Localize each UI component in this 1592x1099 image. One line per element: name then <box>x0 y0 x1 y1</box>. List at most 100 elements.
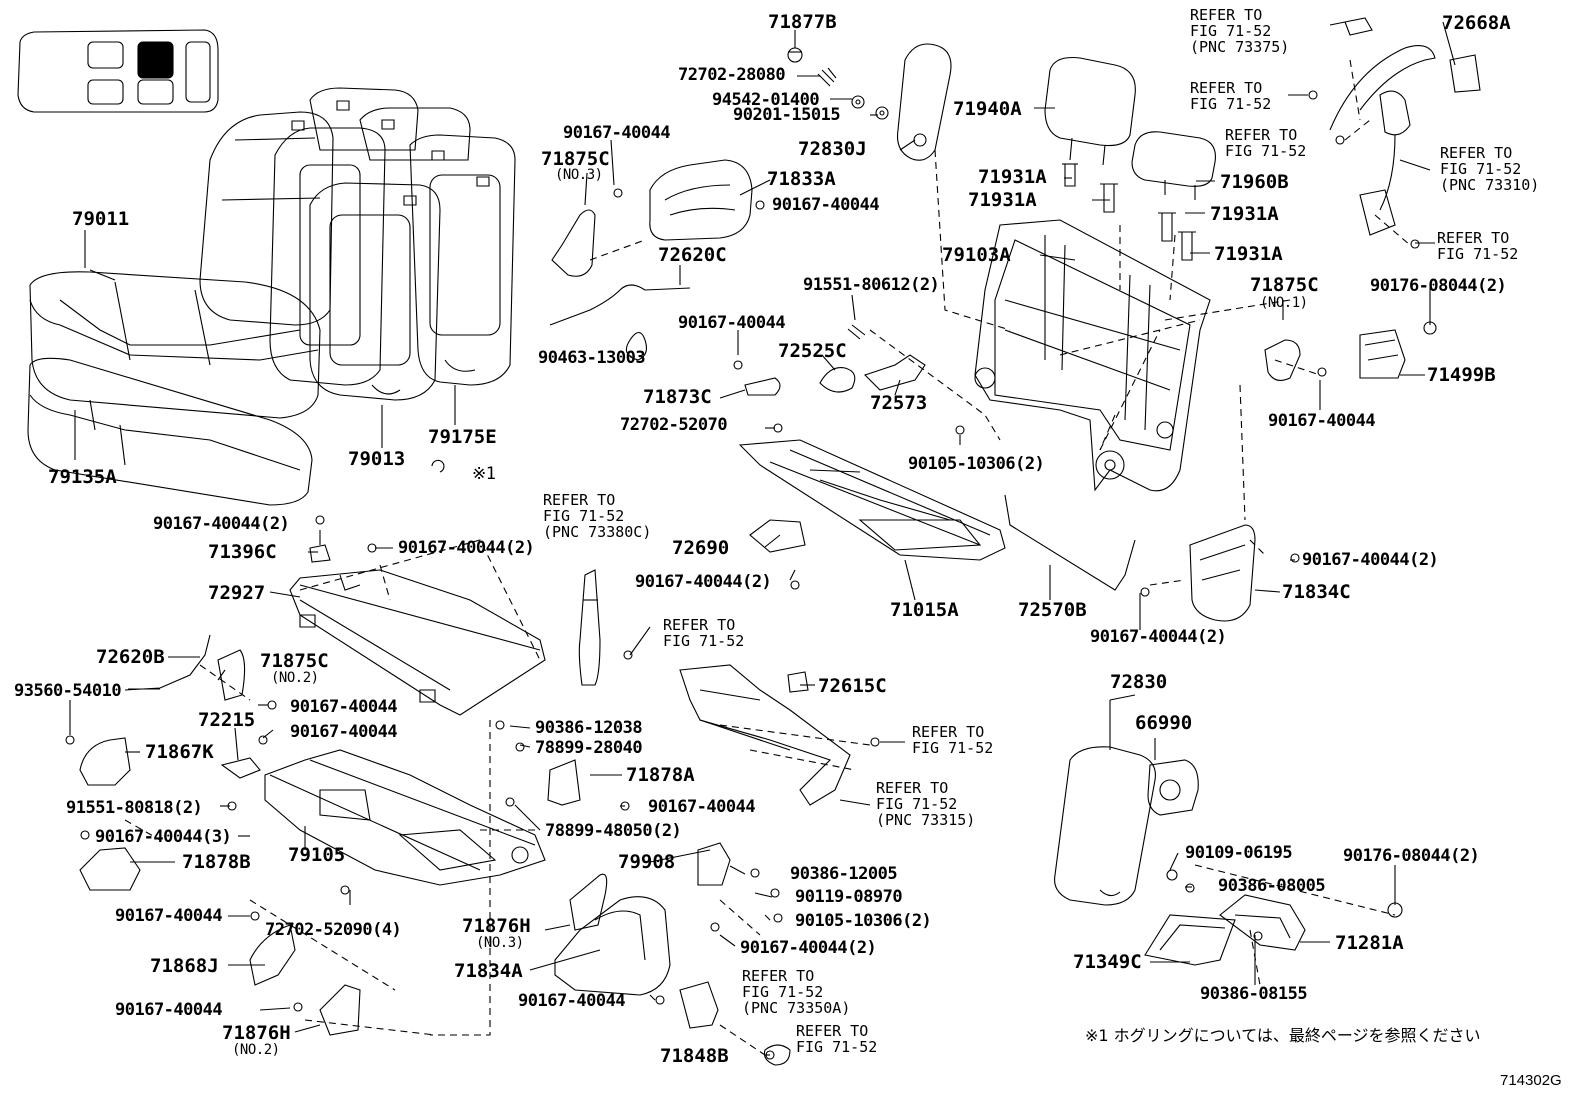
label-71875c-no3: 71875C <box>541 148 610 170</box>
label-90167-40044-f: 90167-40044 <box>290 722 398 742</box>
label-91551-80612: 91551-80612(2) <box>803 275 940 295</box>
label-no1: (NO.1) <box>1260 295 1308 311</box>
label-71833a: 71833A <box>767 168 836 190</box>
seat-position-key <box>18 30 218 112</box>
label-71878a: 71878A <box>626 764 695 786</box>
label-72702-28080: 72702-28080 <box>678 65 786 85</box>
label-90386-12038: 90386-12038 <box>535 718 643 738</box>
label-90167-40044-e: 90167-40044 <box>290 697 398 717</box>
label-79908: 79908 <box>618 851 676 873</box>
dashed-lines <box>125 60 1410 1055</box>
label-71875c-no2: 71875C <box>260 650 329 672</box>
label-71877b: 71877B <box>768 11 837 33</box>
label-71499b: 71499B <box>1427 364 1496 386</box>
label-90386-08005: 90386-08005 <box>1218 876 1326 896</box>
label-79105: 79105 <box>288 844 346 866</box>
label-no2-a: (NO.2) <box>271 670 319 686</box>
label-90105-10306-a: 90105-10306(2) <box>908 454 1045 474</box>
label-72620b: 72620B <box>96 646 165 668</box>
figure-id: 714302G <box>1500 1072 1562 1089</box>
label-72573: 72573 <box>870 392 928 414</box>
label-91551-80818: 91551-80818(2) <box>66 798 203 818</box>
label-71867k: 71867K <box>145 741 214 763</box>
label-90463-13003: 90463-13003 <box>538 348 646 368</box>
label-71873c: 71873C <box>643 386 712 408</box>
label-71876h-no3: 71876H <box>462 915 531 937</box>
ref-fig-71-52-mid-b: REFER TO FIG 71-52 <box>912 723 994 757</box>
ref-fig-71-52-bottom: REFER TO FIG 71-52 <box>796 1022 878 1056</box>
parts <box>66 18 1480 1065</box>
label-71834c: 71834C <box>1282 581 1351 603</box>
label-79135a: 79135A <box>48 466 117 488</box>
label-72215: 72215 <box>198 709 256 731</box>
label-90105-10306-b: 90105-10306(2) <box>795 911 932 931</box>
label-71876h-no2: 71876H <box>222 1022 291 1044</box>
label-no3-b: (NO.3) <box>476 935 524 951</box>
label-90386-12005: 90386-12005 <box>790 864 898 884</box>
label-71931a-4: 71931A <box>1214 243 1283 265</box>
label-90167-40044-b: 90167-40044 <box>772 195 880 215</box>
leader-lines <box>70 22 1455 1055</box>
label-78899-48050: 78899-48050(2) <box>545 821 682 841</box>
label-72570b: 72570B <box>1018 599 1087 621</box>
label-71940a: 71940A <box>953 98 1022 120</box>
label-72668a: 72668A <box>1442 12 1511 34</box>
hog-ring-marker: ※1 <box>472 464 496 484</box>
label-90167-40044-2e: 90167-40044(2) <box>1090 627 1227 647</box>
label-94542-01400: 94542-01400 <box>712 90 820 110</box>
label-90167-40044-c: 90167-40044 <box>678 313 786 333</box>
label-72702-52070: 72702-52070 <box>620 415 728 435</box>
ref-fig-71-52-top-b: REFER TO FIG 71-52 <box>1225 126 1307 160</box>
label-90386-08155: 90386-08155 <box>1200 984 1308 1004</box>
label-71931a-2: 71931A <box>968 189 1037 211</box>
label-72830j: 72830J <box>798 138 867 160</box>
label-90167-40044-2d: 90167-40044(2) <box>1302 550 1439 570</box>
ref-fig-71-52-top-a: REFER TO FIG 71-52 <box>1190 79 1272 113</box>
label-90167-40044-2a: 90167-40044(2) <box>153 514 290 534</box>
label-71878b: 71878B <box>182 851 251 873</box>
ref-fig-71-52-pnc-73375: REFER TO FIG 71-52 (PNC 73375) <box>1190 6 1290 56</box>
label-72620c: 72620C <box>658 244 727 266</box>
label-71868j: 71868J <box>150 955 219 977</box>
label-71960b: 71960B <box>1220 171 1289 193</box>
hog-ring-footnote: ※1 ホグリングについては、最終ページを参照ください <box>1085 1026 1481 1045</box>
label-71875c-no1: 71875C <box>1250 274 1319 296</box>
label-71281a: 71281A <box>1335 932 1404 954</box>
label-79013: 79013 <box>348 448 406 470</box>
label-90167-40044-a: 90167-40044 <box>563 123 671 143</box>
label-90167-40044-h: 90167-40044 <box>115 906 223 926</box>
ref-fig-71-52-mid: REFER TO FIG 71-52 <box>663 616 745 650</box>
label-90167-40044-g: 90167-40044 <box>648 797 756 817</box>
ref-fig-71-52-pnc-73380c: REFER TO FIG 71-52 (PNC 73380C) <box>543 491 652 541</box>
label-no3-a: (NO.3) <box>555 167 603 183</box>
label-72615c: 72615C <box>818 675 887 697</box>
label-71848b: 71848B <box>660 1045 729 1067</box>
label-71015a: 71015A <box>890 599 959 621</box>
label-93560-54010: 93560-54010 <box>14 681 122 701</box>
label-90167-40044-d: 90167-40044 <box>1268 411 1376 431</box>
label-78899-28040: 78899-28040 <box>535 738 643 758</box>
label-90167-40044-2b: 90167-40044(2) <box>398 538 535 558</box>
label-90167-40044-j: 90167-40044 <box>115 1000 223 1020</box>
label-72702-52090: 72702-52090(4) <box>265 920 402 940</box>
label-90167-40044-i: 90167-40044 <box>518 991 626 1011</box>
label-90119-08970: 90119-08970 <box>795 887 903 907</box>
label-71349c: 71349C <box>1073 951 1142 973</box>
label-79103a: 79103A <box>942 244 1011 266</box>
label-71931a-1: 71931A <box>978 166 1047 188</box>
label-71931a-3: 71931A <box>1210 203 1279 225</box>
ref-fig-71-52-pnc-73315: REFER TO FIG 71-52 (PNC 73315) <box>876 779 976 829</box>
ref-fig-71-52-pnc-73310: REFER TO FIG 71-52 (PNC 73310) <box>1440 144 1540 194</box>
label-66990: 66990 <box>1135 712 1193 734</box>
label-90201-15015: 90201-15015 <box>733 105 841 125</box>
label-90167-40044-3: 90167-40044(3) <box>95 827 232 847</box>
ref-fig-71-52-right: REFER TO FIG 71-52 <box>1437 229 1519 263</box>
label-72830: 72830 <box>1110 671 1168 693</box>
label-no2-b: (NO.2) <box>232 1042 280 1058</box>
label-72525c: 72525C <box>778 340 847 362</box>
label-90176-08044-b: 90176-08044(2) <box>1343 846 1480 866</box>
ref-fig-71-52-pnc-73350a: REFER TO FIG 71-52 (PNC 73350A) <box>742 967 851 1017</box>
label-79011: 79011 <box>72 208 130 230</box>
